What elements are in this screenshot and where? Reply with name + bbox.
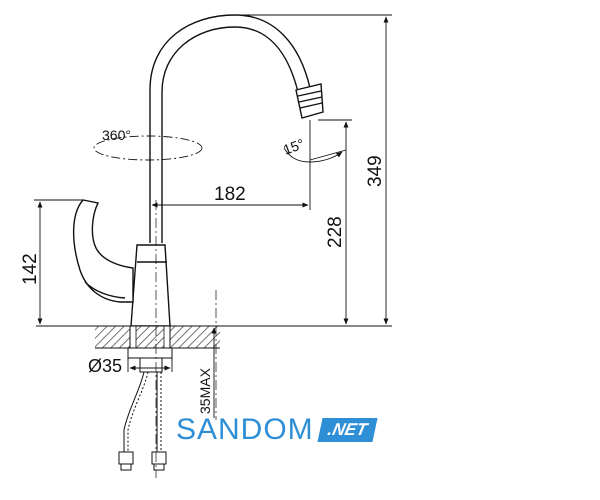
aerator xyxy=(295,83,324,119)
faucet-outline xyxy=(72,14,324,327)
mixer-body xyxy=(130,244,171,327)
brand-name: SANDOM xyxy=(176,413,314,446)
countertop-section xyxy=(95,325,220,373)
rotation-label: 360° xyxy=(102,127,131,143)
hole-diameter-label: Ø35 xyxy=(88,356,122,376)
max-thickness-label: 35MAX xyxy=(197,367,213,414)
dim-max-thickness: 35MAX xyxy=(197,327,217,418)
dim-handle-height: 142 xyxy=(20,199,84,325)
spout-inner xyxy=(161,26,299,243)
center-lines xyxy=(155,200,217,478)
spout-outer xyxy=(149,14,311,243)
dim-reach: 182 xyxy=(149,168,311,214)
handle-height-label: 142 xyxy=(20,253,41,285)
brand-watermark: SANDOM .NET xyxy=(176,413,377,447)
reach-label: 182 xyxy=(214,184,246,205)
spout-height-label: 228 xyxy=(325,216,346,248)
hose-left xyxy=(123,371,145,455)
rotation-indicator: 360° xyxy=(93,127,203,161)
lever-handle xyxy=(72,199,134,303)
dim-hole-diameter: Ø35 xyxy=(88,348,173,376)
dim-total-height: 349 xyxy=(235,14,392,325)
dim-spout-height: 228 xyxy=(318,119,352,325)
brand-tld-badge: .NET xyxy=(317,418,377,442)
total-height-label: 349 xyxy=(365,155,386,187)
swivel-angle-label: 15° xyxy=(281,135,306,157)
supply-hoses xyxy=(118,371,167,471)
swivel-angle-indicator: 15° xyxy=(281,120,347,168)
